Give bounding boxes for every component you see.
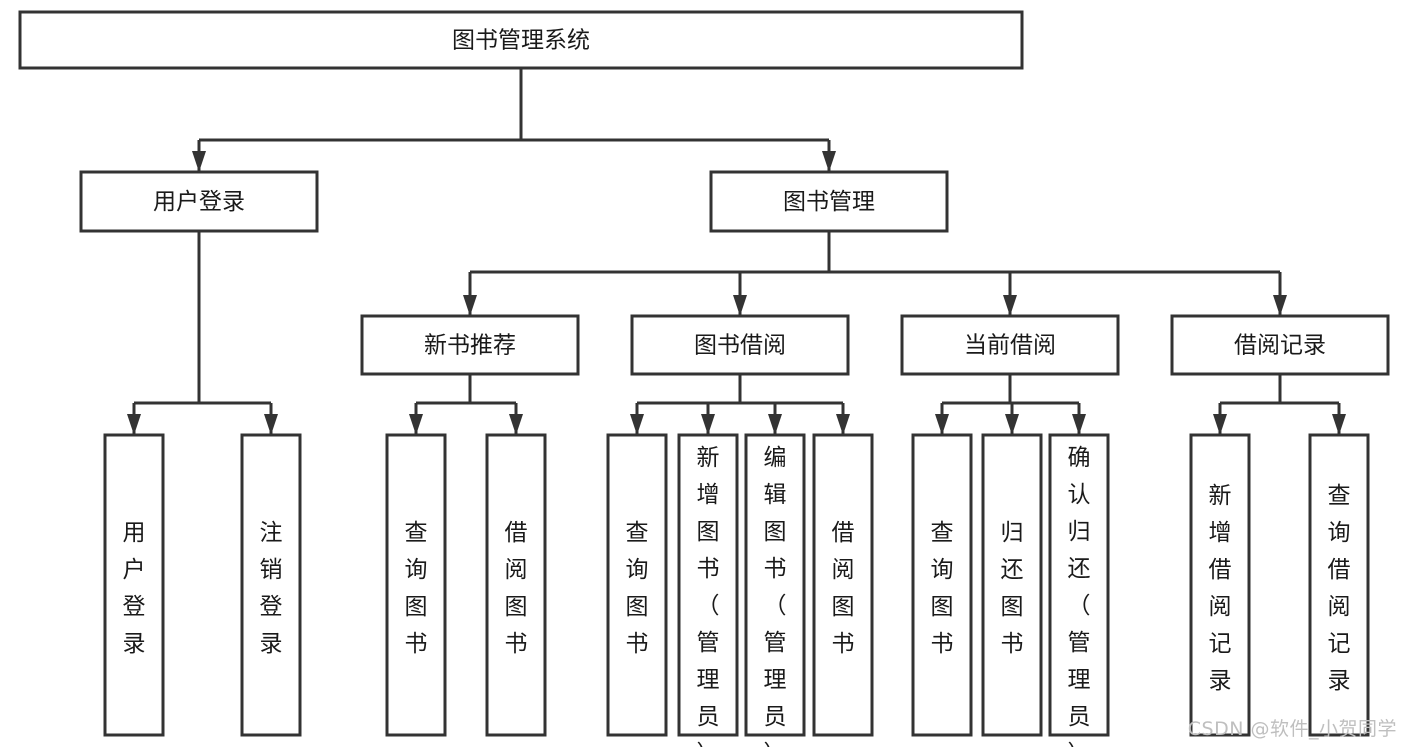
node-leaf-10-rect xyxy=(1048,433,1110,737)
node-leaf-1[interactable]: 注销登录 xyxy=(240,433,302,737)
node-level3-0[interactable]: 新书推荐 xyxy=(360,314,580,376)
node-leaf-6-rect xyxy=(744,433,806,737)
node-level3-3[interactable]: 借阅记录 xyxy=(1170,314,1390,376)
arrow-head-icon xyxy=(463,295,477,316)
node-leaf-11[interactable]: 新增借阅记录 xyxy=(1189,433,1251,737)
node-leaf-12[interactable]: 查询借阅记录 xyxy=(1308,433,1370,737)
arrow-head-icon xyxy=(822,151,836,172)
arrow-head-icon xyxy=(1332,414,1346,435)
arrow-head-icon xyxy=(768,414,782,435)
arrow-head-icon xyxy=(192,151,206,172)
node-leaf-1-rect xyxy=(240,433,302,737)
node-leaf-2-rect xyxy=(385,433,447,737)
node-leaf-7-rect xyxy=(812,433,874,737)
node-level2-0-label: 用户登录 xyxy=(153,189,245,215)
node-leaf-4-label: 查询图书 xyxy=(626,520,649,657)
arrow-head-icon xyxy=(1072,414,1086,435)
node-level2-1-rect xyxy=(709,170,949,233)
node-leaf-1-label: 注销登录 xyxy=(260,520,283,657)
watermark-label: CSDN @软件_小贺同学 xyxy=(1187,718,1397,740)
node-leaf-6-label: 编辑图书（管理员） xyxy=(764,445,787,747)
node-leaf-11-rect xyxy=(1189,433,1251,737)
node-level2-0-rect xyxy=(79,170,319,233)
arrow-head-icon xyxy=(836,414,850,435)
node-root[interactable]: 图书管理系统 xyxy=(18,10,1024,70)
node-level3-2[interactable]: 当前借阅 xyxy=(900,314,1120,376)
node-level3-3-label: 借阅记录 xyxy=(1234,333,1326,359)
node-level3-0-rect xyxy=(360,314,580,376)
node-root-rect xyxy=(18,10,1024,70)
node-leaf-3-label: 借阅图书 xyxy=(505,520,528,657)
arrow-head-icon xyxy=(264,414,278,435)
node-leaf-10[interactable]: 确认归还（管理员） xyxy=(1048,433,1110,747)
node-leaf-9-label: 归还图书 xyxy=(1001,520,1024,657)
node-level3-2-rect xyxy=(900,314,1120,376)
node-leaf-3[interactable]: 借阅图书 xyxy=(485,433,547,737)
node-leaf-0-label: 用户登录 xyxy=(123,520,146,657)
node-leaf-8[interactable]: 查询图书 xyxy=(911,433,973,737)
node-leaf-4-rect xyxy=(606,433,668,737)
node-leaf-5-rect xyxy=(677,433,739,737)
node-level2-0[interactable]: 用户登录 xyxy=(79,170,319,233)
node-leaf-2[interactable]: 查询图书 xyxy=(385,433,447,737)
arrow-head-icon xyxy=(1003,295,1017,316)
node-leaf-12-label: 查询借阅记录 xyxy=(1328,483,1351,694)
node-leaf-2-label: 查询图书 xyxy=(405,520,428,657)
node-leaf-9[interactable]: 归还图书 xyxy=(981,433,1043,737)
node-root-label: 图书管理系统 xyxy=(452,28,590,54)
node-level3-1[interactable]: 图书借阅 xyxy=(630,314,850,376)
node-level2-1-label: 图书管理 xyxy=(783,189,875,215)
node-leaf-5-label: 新增图书（管理员） xyxy=(697,445,720,747)
node-level3-1-rect xyxy=(630,314,850,376)
node-leaf-7[interactable]: 借阅图书 xyxy=(812,433,874,737)
node-leaf-0-rect xyxy=(103,433,165,737)
node-leaf-6[interactable]: 编辑图书（管理员） xyxy=(744,433,806,747)
node-leaf-8-label: 查询图书 xyxy=(931,520,954,657)
node-leaf-8-rect xyxy=(911,433,973,737)
arrow-head-icon xyxy=(733,295,747,316)
node-leaf-9-rect xyxy=(981,433,1043,737)
node-level3-1-label: 图书借阅 xyxy=(694,333,786,359)
arrow-head-icon xyxy=(935,414,949,435)
node-leaf-3-rect xyxy=(485,433,547,737)
arrow-head-icon xyxy=(127,414,141,435)
node-leaf-7-label: 借阅图书 xyxy=(832,520,855,657)
arrow-head-icon xyxy=(1005,414,1019,435)
node-leaf-5[interactable]: 新增图书（管理员） xyxy=(677,433,739,747)
arrow-head-icon xyxy=(1273,295,1287,316)
arrow-head-icon xyxy=(1213,414,1227,435)
arrow-head-icon xyxy=(630,414,644,435)
node-level3-3-rect xyxy=(1170,314,1390,376)
arrow-head-icon xyxy=(409,414,423,435)
node-level3-2-label: 当前借阅 xyxy=(964,333,1056,359)
node-level3-0-label: 新书推荐 xyxy=(424,333,516,359)
node-leaf-4[interactable]: 查询图书 xyxy=(606,433,668,737)
arrow-head-icon xyxy=(701,414,715,435)
node-level2-1[interactable]: 图书管理 xyxy=(709,170,949,233)
node-leaf-11-label: 新增借阅记录 xyxy=(1209,483,1232,694)
node-leaf-0[interactable]: 用户登录 xyxy=(103,433,165,737)
arrow-head-icon xyxy=(509,414,523,435)
node-leaf-12-rect xyxy=(1308,433,1370,737)
node-leaf-10-label: 确认归还（管理员） xyxy=(1068,445,1091,747)
